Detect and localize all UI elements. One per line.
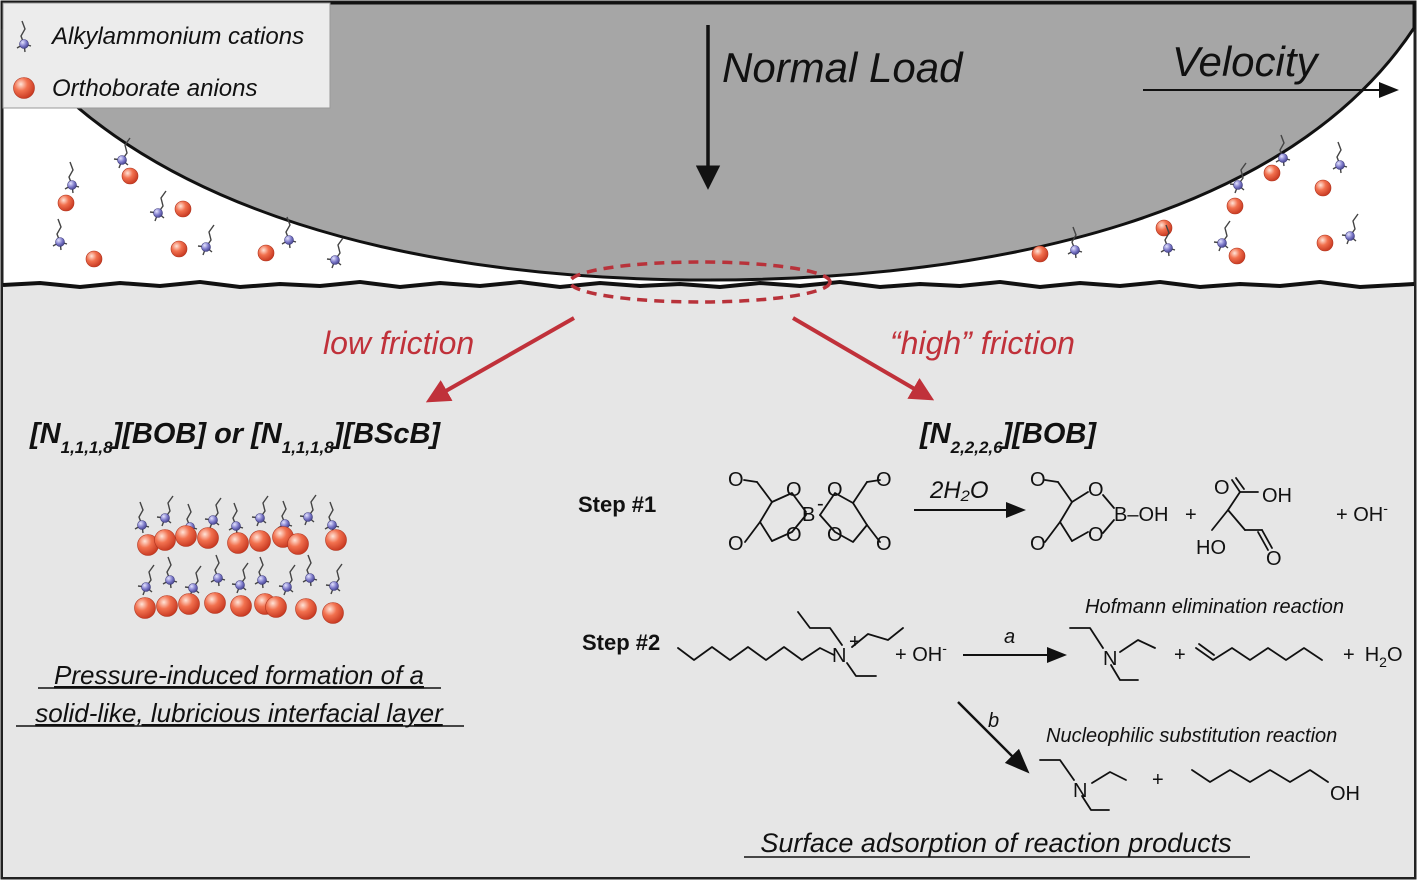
left-title: [N1,1,1,8][BOB] or [N1,1,1,8][BScB] — [29, 418, 441, 457]
velocity-label: Velocity — [1172, 38, 1321, 85]
contact-zone-ellipse — [568, 260, 832, 304]
svg-text:HO: HO — [1196, 537, 1226, 559]
svg-text:O: O — [1030, 469, 1046, 491]
rough-surface-line — [2, 279, 1415, 290]
left-caption-line2: solid-like, lubricious interfacial layer — [35, 698, 444, 728]
nucleophilic-triethylamine: N — [1039, 759, 1127, 811]
left-caption-line1: Pressure-induced formation of a — [54, 660, 424, 690]
step1-product-borate: O O O O B–OH — [1030, 469, 1168, 555]
svg-text:O: O — [1088, 524, 1104, 546]
svg-text:O: O — [786, 524, 802, 546]
hofmann-plus-1: + — [1174, 644, 1186, 666]
high-friction-label: “high” friction — [890, 325, 1075, 361]
svg-text:+: + — [849, 631, 861, 653]
svg-text:O: O — [1214, 477, 1230, 499]
step2-label: Step #2 — [582, 630, 660, 655]
svg-text:O: O — [876, 533, 892, 555]
hofmann-triethylamine: N — [1069, 627, 1156, 681]
low-friction-label: low friction — [323, 325, 474, 361]
svg-text:-: - — [817, 493, 824, 515]
step1-product-oxalic-acid: O OH HO O — [1196, 477, 1292, 570]
step2-hydroxide: + OH- — [895, 640, 947, 666]
nucleophilic-plus: + — [1152, 769, 1164, 791]
svg-text:N: N — [832, 645, 846, 667]
hofmann-water: +H2O — [1343, 644, 1403, 670]
high-friction-arrow — [791, 316, 935, 401]
nucleophilic-label: Nucleophilic substitution reaction — [1046, 725, 1337, 747]
step1-label: Step #1 — [578, 492, 656, 517]
legend-anion-label: Orthoborate anions — [52, 75, 257, 102]
svg-text:O: O — [827, 479, 843, 501]
right-caption: Surface adsorption of reaction products — [760, 828, 1231, 858]
step1-plus-1: + — [1185, 504, 1197, 526]
svg-text:N: N — [1073, 780, 1087, 802]
legend-cation-label: Alkylammonium cations — [50, 23, 304, 50]
hofmann-label: Hofmann elimination reaction — [1085, 596, 1344, 618]
svg-text:O: O — [1030, 533, 1046, 555]
svg-text:B: B — [802, 504, 815, 526]
svg-text:N: N — [1103, 648, 1117, 670]
path-b-label: b — [988, 710, 999, 732]
hofmann-hexene — [1195, 643, 1323, 661]
nucleophilic-hexanol: OH — [1191, 769, 1360, 805]
legend-box — [2, 2, 331, 109]
svg-text:O: O — [728, 469, 744, 491]
svg-text:O: O — [827, 524, 843, 546]
step1-hydroxide: + OH- — [1336, 500, 1388, 526]
legend-anion-icon — [13, 77, 35, 99]
path-a-label: a — [1004, 626, 1015, 648]
svg-text:OH: OH — [1330, 783, 1360, 805]
svg-text:O: O — [1088, 479, 1104, 501]
step1-reagent: 2H₂O — [929, 477, 989, 504]
normal-load-label: Normal Load — [722, 44, 964, 91]
svg-text:O: O — [728, 533, 744, 555]
svg-text:OH: OH — [1262, 485, 1292, 507]
svg-text:O: O — [876, 469, 892, 491]
svg-text:B–OH: B–OH — [1114, 504, 1168, 526]
step2-ammonium-cation: N + — [677, 611, 904, 677]
svg-text:O: O — [786, 479, 802, 501]
low-friction-arrow — [425, 316, 575, 403]
right-title: [N2,2,2,6][BOB] — [919, 418, 1097, 457]
bob-anion-structure: O O O O B - O O O O — [728, 469, 892, 555]
svg-text:O: O — [1266, 548, 1282, 570]
path-b-arrow — [957, 701, 1030, 774]
